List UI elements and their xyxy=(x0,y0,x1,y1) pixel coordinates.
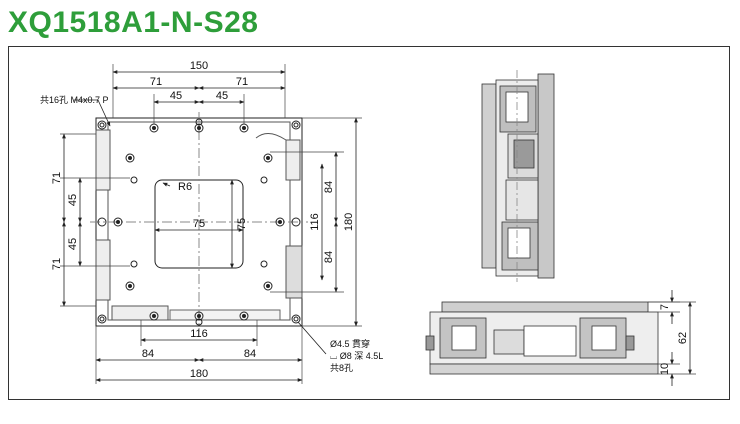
dim-75-vertical: 75 xyxy=(236,218,248,230)
front-right-knob xyxy=(625,335,635,351)
dim-62: 62 xyxy=(677,332,689,344)
dim-84-bottom-left: 84 xyxy=(142,348,154,360)
bottom-knob-block xyxy=(111,305,169,321)
side-top-plate xyxy=(537,73,555,279)
dim-180-bottom: 180 xyxy=(190,368,208,380)
dim-71-left-top: 71 xyxy=(51,172,63,184)
dim-75-horizontal: 75 xyxy=(193,218,205,230)
right-knob-block xyxy=(285,245,303,299)
front-center-left-block xyxy=(493,329,525,355)
dim-71-right: 71 xyxy=(236,76,248,88)
dim-84-right-top: 84 xyxy=(323,181,335,193)
left-side-block-lower xyxy=(95,239,111,301)
micrometer-arc xyxy=(255,133,287,141)
front-right-window xyxy=(591,325,617,351)
front-top-plate xyxy=(441,301,649,313)
center-dimension-lines xyxy=(154,179,244,269)
note-radius: R6 xyxy=(178,181,192,193)
extension-lines xyxy=(60,64,362,384)
dim-84-bottom-right: 84 xyxy=(244,348,256,360)
front-left-knob xyxy=(425,335,435,351)
dim-71-left-bottom: 71 xyxy=(51,258,63,270)
dim-180-right: 180 xyxy=(343,213,355,231)
side-view xyxy=(481,70,555,282)
note-8-holes: 共8孔 xyxy=(330,363,353,373)
dim-116-bottom: 116 xyxy=(190,328,208,340)
right-side-block xyxy=(285,139,301,181)
dim-45-left-top: 45 xyxy=(67,194,79,206)
top-dimension-lines xyxy=(112,70,286,104)
dim-116-right: 116 xyxy=(309,213,321,231)
front-left-block xyxy=(439,317,487,359)
bottom-dimension-lines xyxy=(95,338,303,382)
dim-71-left: 71 xyxy=(150,76,162,88)
callout-counterbore: ⌴ Ø8 深 4.5L xyxy=(330,351,383,361)
left-dimension-lines xyxy=(62,133,82,307)
dim-7: 7 xyxy=(659,304,671,310)
front-left-window xyxy=(451,325,477,351)
leader-lines xyxy=(74,99,327,355)
front-view xyxy=(425,301,659,375)
dim-150: 150 xyxy=(190,60,208,72)
callout-through-hole: Ø4.5 貫穿 xyxy=(330,338,370,349)
side-base-plate xyxy=(481,83,497,269)
dim-45-right: 45 xyxy=(216,90,228,102)
drawing-frame xyxy=(8,46,730,400)
right-dimension-lines xyxy=(320,117,358,327)
bottom-rail xyxy=(169,309,281,321)
front-center-block xyxy=(523,325,577,357)
side-mid-knob xyxy=(513,139,535,169)
note-16-holes: 共16孔 M4x0.7 P xyxy=(40,95,109,105)
dim-45-left-bottom: 45 xyxy=(67,238,79,250)
front-base-plate xyxy=(429,363,659,375)
through-holes xyxy=(97,118,301,326)
dim-45-left: 45 xyxy=(170,90,182,102)
dim-84-right-bottom: 84 xyxy=(323,251,335,263)
side-bottom-window xyxy=(507,227,531,259)
front-dimension-lines xyxy=(670,290,692,386)
left-side-block xyxy=(95,129,111,191)
dim-10: 10 xyxy=(659,363,671,375)
drawing-title: XQ1518A1-N-S28 xyxy=(8,6,259,39)
tapped-holes xyxy=(113,123,285,321)
side-lower-block xyxy=(505,179,539,221)
top-view xyxy=(60,64,362,384)
